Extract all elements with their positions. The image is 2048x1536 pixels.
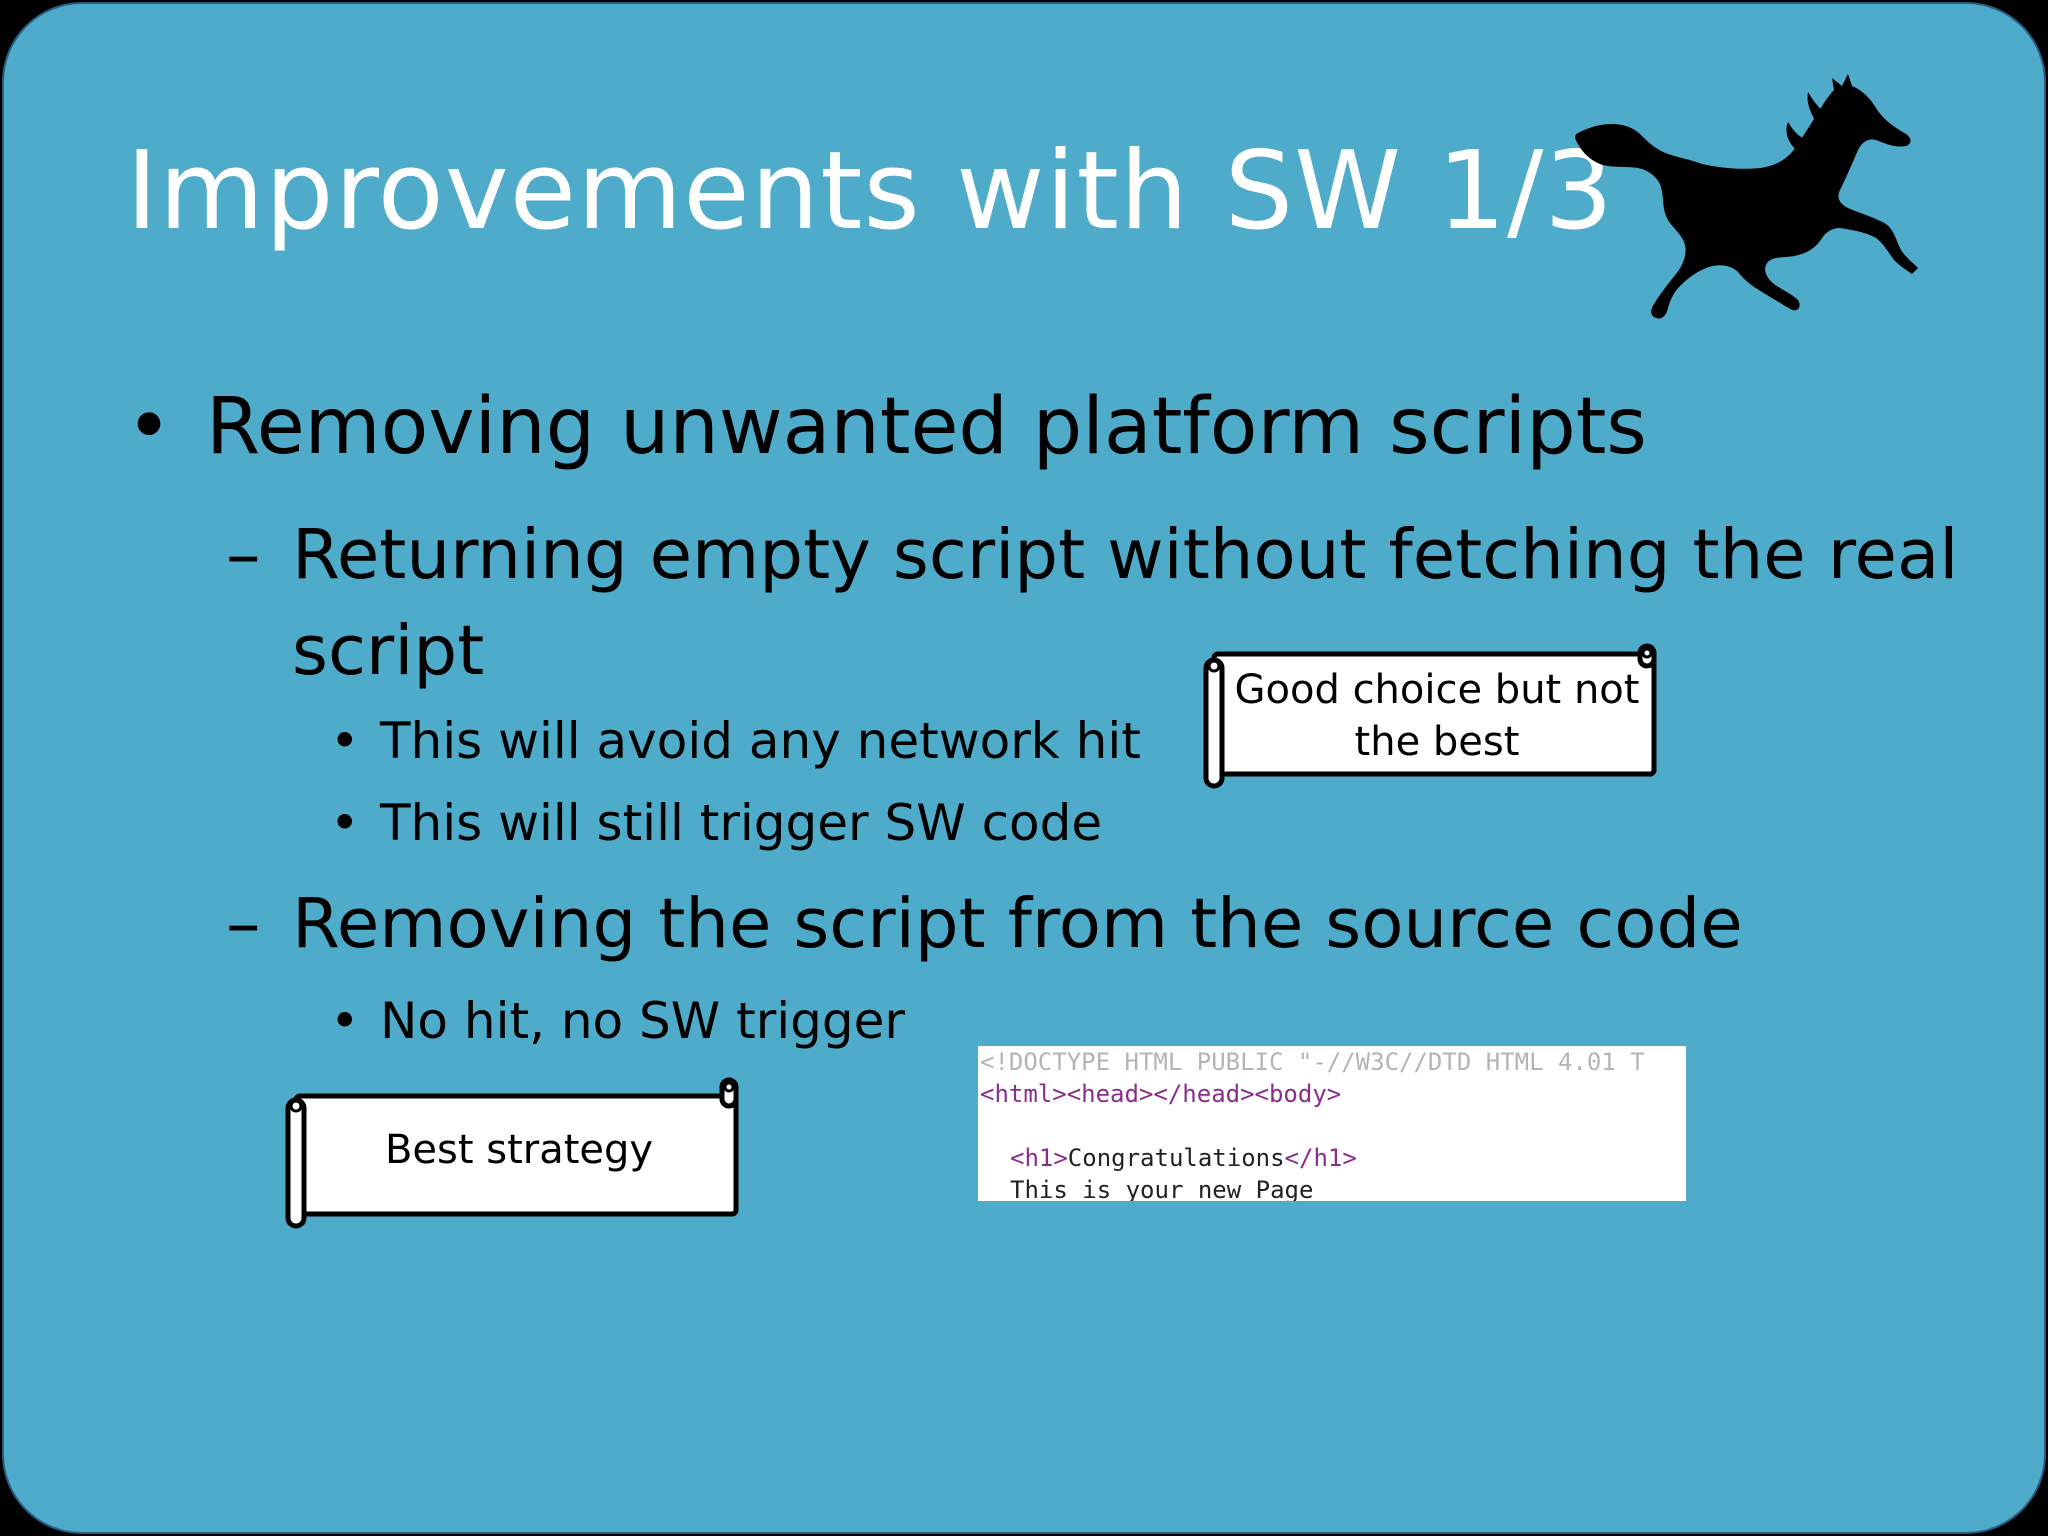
code-line-doctype: <!DOCTYPE HTML PUBLIC "-//W3C//DTD HTML …: [980, 1048, 1645, 1076]
code-line-text: This is your new Page: [1010, 1176, 1314, 1201]
slide-title: Improvements with SW 1/3: [126, 129, 1615, 254]
sub-sub-bullet-text: No hit, no SW trigger: [380, 992, 905, 1050]
bullet-text: Removing unwanted platform scripts: [206, 382, 1647, 472]
code-h1-close: </h1>: [1284, 1144, 1357, 1172]
sub-sub-bullet-dot: •: [330, 794, 360, 852]
callout-best-label: Best strategy: [384, 1127, 654, 1173]
code-h1-text: Congratulations: [1067, 1144, 1285, 1172]
bullet-dot: •: [126, 382, 173, 472]
code-line-h1: <h1>Congratulations</h1>: [1010, 1142, 1357, 1174]
sub-sub-bullet-dot: •: [330, 992, 360, 1050]
code-line-html-tags: <html><head></head><body>: [980, 1080, 1342, 1108]
sub-sub-bullet-text: This will avoid any network hit: [380, 712, 1141, 770]
callout-good-choice: Good choice but not the best: [1200, 640, 1660, 790]
scroll-shape: [285, 1077, 739, 1229]
sub-sub-bullet-dot: •: [330, 712, 360, 770]
sub-bullet-text: Removing the script from the source code: [292, 884, 1743, 964]
code-snippet: <!DOCTYPE HTML PUBLIC "-//W3C//DTD HTML …: [978, 1046, 1686, 1201]
sub-bullet-dash: –: [226, 884, 261, 964]
sub-sub-bullet-text: This will still trigger SW code: [380, 794, 1103, 852]
scroll-shape: [1203, 643, 1657, 789]
callout-best-strategy: Best strategy: [282, 1074, 742, 1230]
code-h1-open: <h1>: [1010, 1144, 1068, 1172]
sub-bullet-text: Returning empty script without fetching …: [292, 515, 1959, 691]
sub-bullet-dash: –: [226, 515, 261, 595]
horse-silhouette-icon: [1575, 74, 1918, 319]
callout-good-label: Good choice but not the best: [1234, 667, 1640, 765]
